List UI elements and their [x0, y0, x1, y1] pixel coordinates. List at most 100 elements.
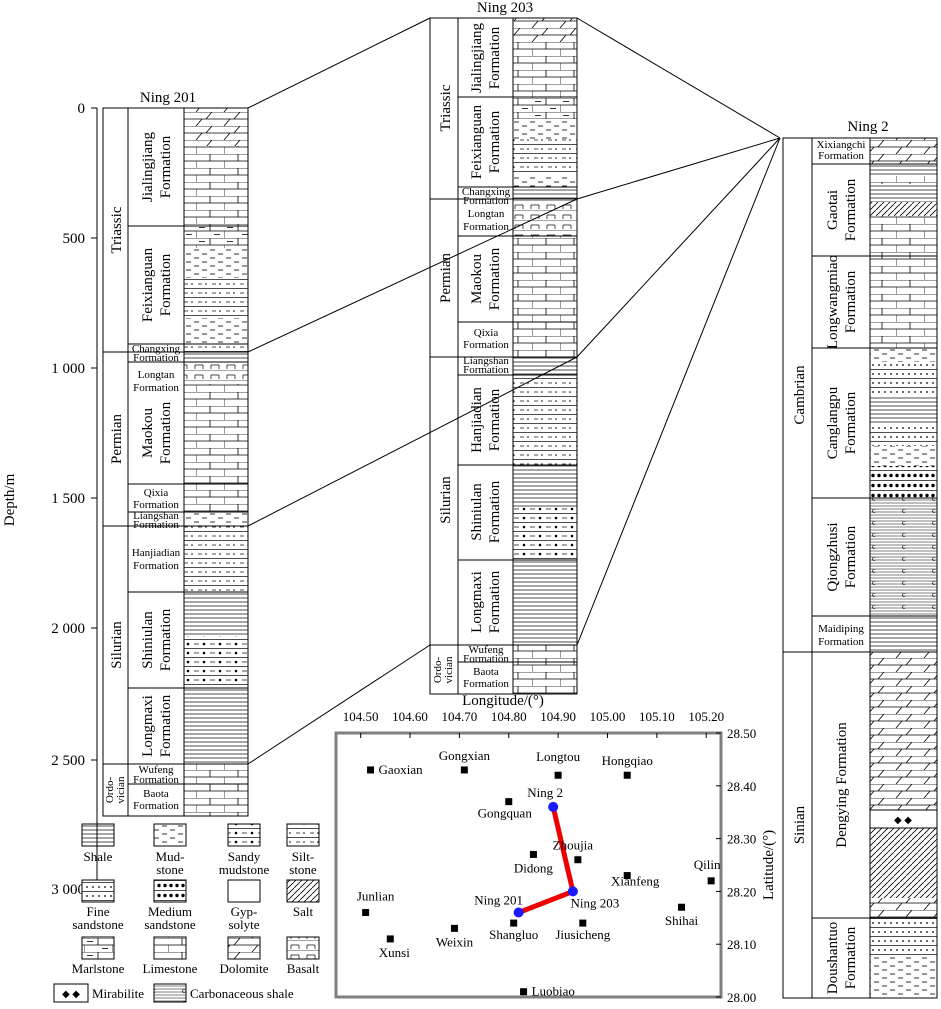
system-label: Triassic	[438, 84, 454, 131]
formation-label: Formation	[487, 26, 503, 89]
system-label: Silurian	[109, 621, 125, 669]
well-label: Ning 201	[474, 893, 523, 908]
town-label: Weixin	[436, 934, 474, 949]
formation-label: Formation	[133, 499, 179, 511]
well-ning2-column: Ning 2 ◆ ◆ Cambrian	[782, 119, 938, 999]
legend-label: Silt-	[292, 849, 314, 864]
town-marker	[510, 919, 518, 927]
town-label: Jiusicheng	[555, 927, 610, 942]
formation-label: Wufeng	[139, 764, 174, 776]
map-lon-tick-label: 104.90	[540, 709, 576, 724]
map-lon-tick-label: 105.00	[590, 709, 626, 724]
legend-label: sandstone	[144, 917, 196, 932]
well-title: Ning 2	[847, 119, 888, 135]
map-lat-tick-label: 28.50	[727, 726, 756, 741]
mirabilite-symbol: ◆ ◆	[62, 989, 80, 1000]
legend-label: Fine	[86, 904, 109, 919]
formation-label: Formation	[133, 382, 179, 394]
formation-label: Qixia	[474, 327, 499, 339]
legend-label: Sandy	[228, 849, 261, 864]
formation-label: Formation	[133, 519, 179, 531]
formation-label: Formation	[133, 800, 179, 812]
depth-axis-label: Depth/m	[2, 473, 18, 526]
town-marker	[505, 798, 513, 806]
legend-label: Marlstone	[72, 961, 125, 976]
formation-label: Maokou	[469, 254, 485, 304]
town-label: Shangluo	[489, 927, 538, 942]
formation-label: Formation	[158, 135, 174, 198]
formation-label: Feixianguan	[469, 104, 485, 179]
formation-label: Changxing	[132, 343, 181, 355]
town-marker	[678, 903, 686, 911]
formation-label: Formation	[158, 608, 174, 671]
formation-label: Changxing	[462, 186, 511, 198]
legend-label: Medium	[148, 904, 192, 919]
system-label: Permian	[438, 253, 454, 303]
formation-label: Longmaxi	[469, 571, 485, 633]
formation-label: Formation	[463, 221, 509, 233]
legend-label: mudstone	[219, 862, 270, 877]
formation-label: Formation	[133, 560, 179, 572]
well-marker	[567, 886, 578, 897]
system-label: Sinian	[792, 805, 808, 844]
legend-label: Shale	[84, 849, 113, 864]
formation-label: Formation	[818, 636, 864, 648]
town-marker	[460, 766, 468, 774]
town-marker	[386, 935, 394, 943]
map-lon-tick-label: 104.50	[343, 709, 379, 724]
town-label: Gongxian	[439, 748, 491, 763]
town-label: Xianfeng	[611, 874, 660, 889]
formation-label: Liangshan	[133, 510, 179, 522]
formation-label: Longtan	[468, 208, 505, 220]
well-title: Ning 203	[477, 0, 533, 16]
depth-tick-label: 0	[78, 101, 86, 117]
formation-label: Maidiping	[818, 623, 864, 635]
system-label: Cambrian	[792, 365, 808, 425]
legend-label: stone	[289, 862, 317, 877]
formation-label: Maokou	[140, 408, 156, 458]
town-marker	[707, 877, 715, 885]
lithology-legend: Shale Mud- stone Sandy mudstone Silt- st…	[53, 823, 320, 1003]
formation-label: Shiniulan	[140, 611, 156, 669]
map-lat-tick-label: 28.20	[727, 884, 756, 899]
depth-tick-label: 2 500	[51, 753, 85, 769]
town-label: Gaoxian	[379, 762, 424, 777]
map-lon-tick-label: 104.70	[442, 709, 478, 724]
well-marker	[548, 801, 559, 812]
legend-label: Basalt	[287, 961, 320, 976]
town-marker	[554, 771, 562, 779]
depth-tick-label: 500	[63, 231, 86, 247]
depth-tick-label: 2 000	[51, 621, 85, 637]
town-marker	[579, 919, 587, 927]
town-marker	[520, 988, 528, 996]
formation-label: Formation	[463, 364, 509, 376]
map-lat-tick-label: 28.30	[727, 832, 756, 847]
town-label: Shihai	[665, 913, 699, 928]
town-label: Qilin	[694, 857, 721, 872]
formation-label: Formation	[487, 570, 503, 633]
formation-label: Formation	[843, 270, 859, 333]
formation-label: Formation	[818, 150, 864, 162]
town-label: Gongquan	[478, 806, 533, 821]
legend-label: Limestone	[143, 961, 198, 976]
map-lon-tick-label: 105.20	[688, 709, 724, 724]
legend-label: stone	[156, 862, 184, 877]
formation-label: Xixiangchi	[817, 139, 866, 151]
well-label: Ning 203	[571, 895, 620, 910]
map-lon-tick-label: 105.10	[639, 709, 675, 724]
well-ning203-column: Ning 203 Triassic Permian Siluria	[429, 0, 578, 695]
town-label: Luobiao	[532, 984, 575, 999]
formation-label: Formation	[487, 247, 503, 310]
legend-label: Salt	[293, 904, 314, 919]
town-marker	[450, 924, 458, 932]
system-label: Permian	[109, 414, 125, 464]
formation-label: Formation	[463, 195, 509, 207]
formation-label: Doushantuo	[825, 922, 841, 995]
town-label: Didong	[514, 860, 554, 875]
formation-label: Hanjiadian	[132, 547, 181, 559]
town-label: Xunsi	[379, 945, 410, 960]
formation-label: Formation	[463, 653, 509, 665]
